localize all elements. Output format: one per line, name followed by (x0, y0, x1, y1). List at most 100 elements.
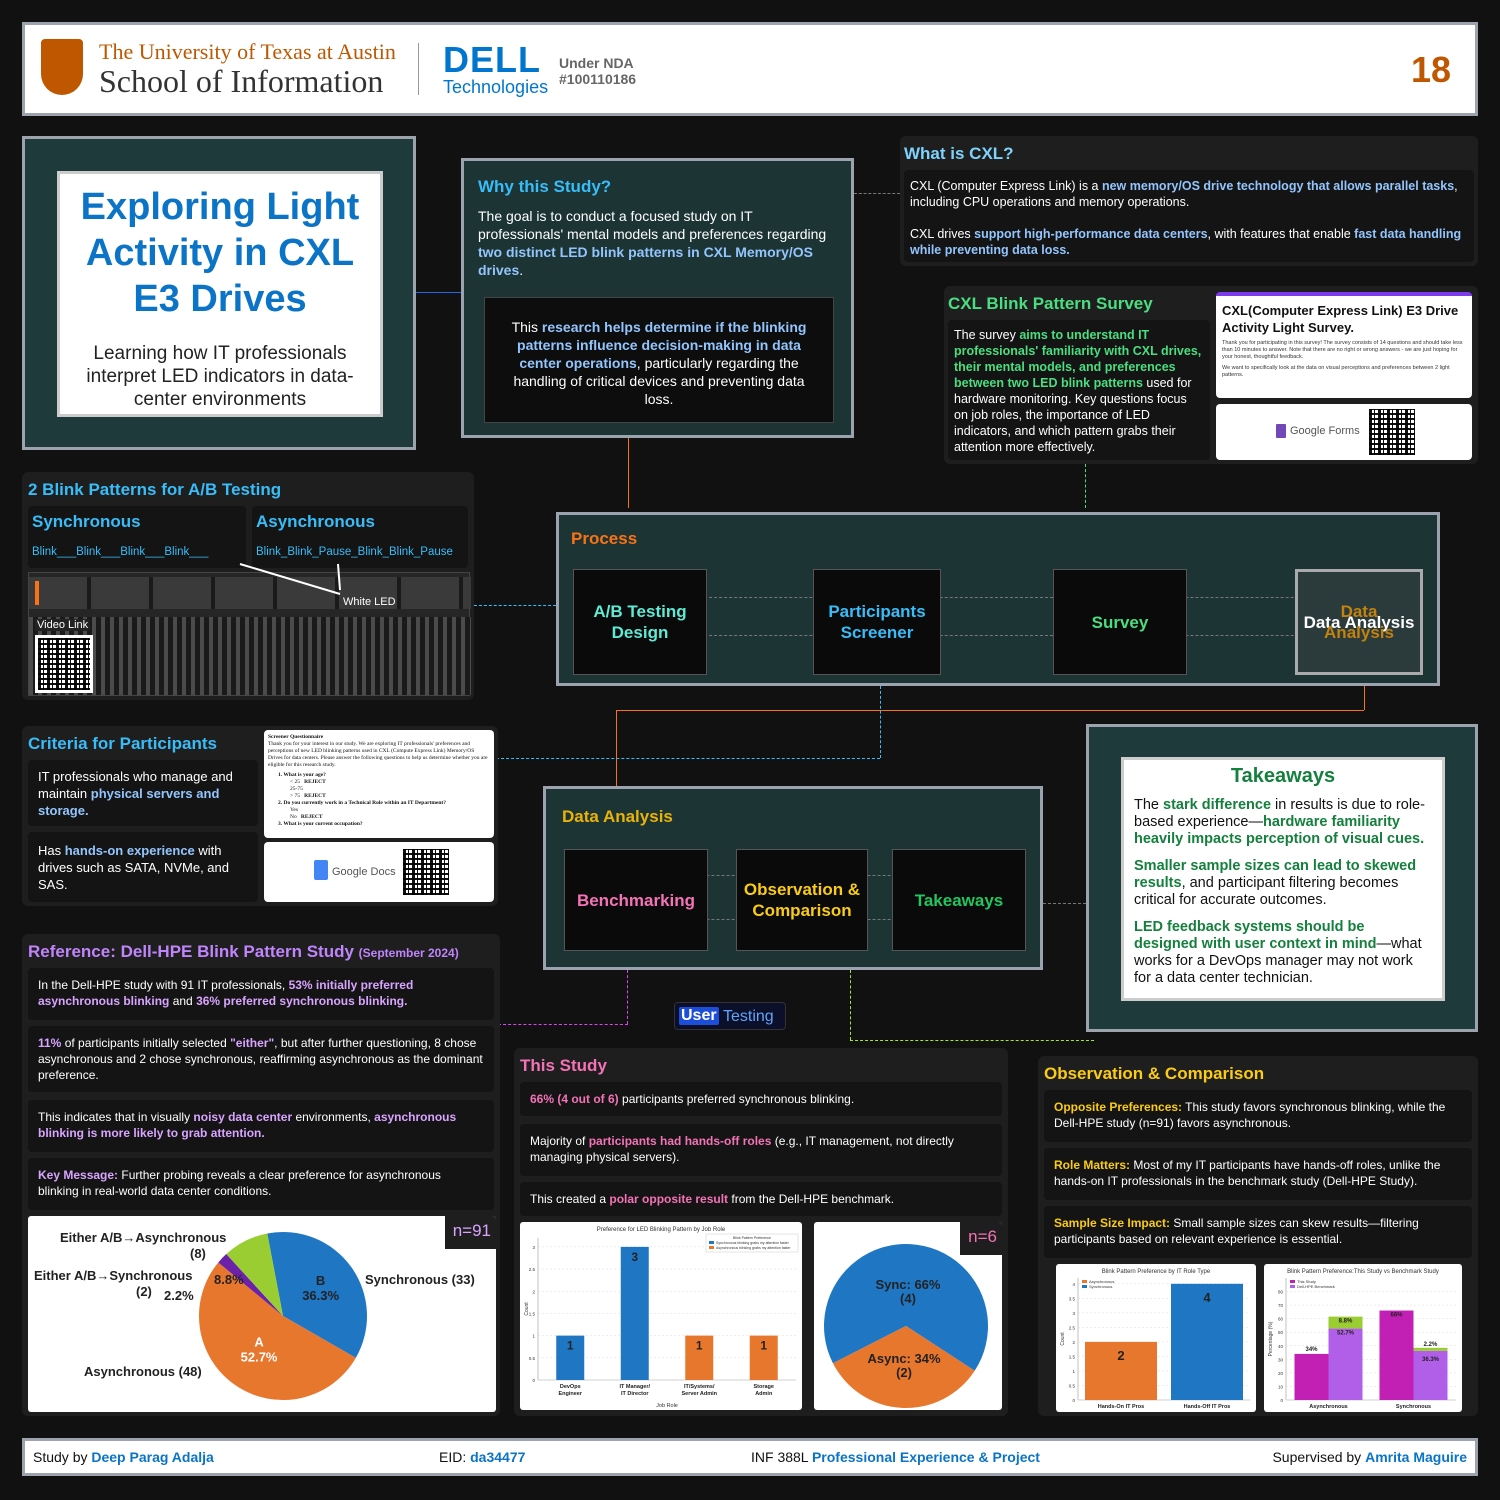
this-study-1: 66% (4 out of 6) participants preferred … (520, 1082, 1002, 1116)
survey-qr-card[interactable]: Google Forms (1216, 404, 1472, 460)
y-tick-6: 3 (532, 1245, 535, 1250)
bar-2-1 (685, 1335, 714, 1380)
footer-course: INF 388L Professional Experience & Proje… (751, 1449, 1040, 1465)
google-forms-label: Google Forms (1290, 425, 1360, 437)
x-label: Job Role (656, 1403, 678, 1409)
bar-1-0 (620, 1246, 649, 1380)
bar-title: Blink Pattern Preference:This Study vs B… (1287, 1269, 1439, 1275)
async-pattern: Blink_Blink_Pause_Blink_Blink_Pause (256, 546, 453, 558)
pie-legend-sync: Synchronous (33) (365, 1272, 475, 1287)
connector-analysis-reference (627, 970, 628, 1024)
x-tick-1-0: Hands-Off IT Pros (1184, 1404, 1231, 1410)
x-tick-0-0: Hands-On IT Pros (1098, 1404, 1144, 1410)
dell-logo: DELL (443, 39, 541, 80)
y-tick-0: 0 (532, 1378, 535, 1383)
process-heading: Process (571, 529, 638, 548)
bar-label-0-0: 2 (1117, 1348, 1124, 1363)
observation-3: Sample Size Impact: Small sample sizes c… (1044, 1206, 1472, 1258)
legend-swatch-1 (1290, 1285, 1295, 1288)
role-bar-card: Preference for LED Blinking Pattern by J… (520, 1222, 802, 1410)
pie-label-a: A (254, 1335, 264, 1350)
why-frame: Why this Study? The goal is to conduct a… (461, 158, 854, 438)
why-heading: Why this Study? (478, 177, 612, 196)
server-rack-image: White LED Video Link (28, 572, 471, 696)
header-bar: The University of Texas at Austin School… (22, 22, 1478, 116)
why-inner-box: This research helps determine if the bli… (484, 297, 834, 423)
bar-this-1 (1379, 1310, 1414, 1400)
analysis-step-benchmarking: Benchmarking (564, 849, 708, 951)
footer-eid: EID: da34477 (439, 1449, 526, 1465)
reference-2: 11% of participants initially selected "… (28, 1026, 494, 1092)
pie-legend-either-async: Either A/B→Asynchronous (60, 1230, 226, 1245)
screener-qr-card[interactable]: Google Docs (264, 842, 494, 902)
y-tick-5: 2.5 (1069, 1325, 1076, 1330)
bar-label-3-1: 1 (760, 1339, 767, 1353)
footer-supervisor: Supervised by Amrita Maguire (1272, 1449, 1467, 1465)
sync-label: Synchronous (32, 512, 141, 531)
y-tick-4: 40 (1278, 1344, 1284, 1349)
survey-qr-code-icon[interactable] (1366, 406, 1418, 458)
legend-label-0: Synchronous blinking grabs my attention … (716, 1241, 790, 1245)
google-forms-icon (1276, 424, 1286, 438)
dell-sub: Technologies (443, 77, 549, 97)
bar-title: Blink Pattern Preference by IT Role Type (1102, 1269, 1211, 1275)
y-tick-1: 0.5 (1069, 1383, 1076, 1388)
cxl-heading: What is CXL? (904, 144, 1014, 163)
process-frame: Process A/B Testing Design Participants … (556, 512, 1440, 686)
x-tick-2-1: Server Admin (681, 1391, 717, 1397)
connector-why-cxl (854, 193, 900, 194)
bar-label-this-1: 66% (1390, 1313, 1403, 1319)
y-tick-8: 4 (1072, 1282, 1075, 1287)
title-frame: Exploring Light Activity in CXL E3 Drive… (22, 136, 416, 450)
y-tick-7: 70 (1278, 1303, 1284, 1308)
survey-panel: CXL Blink Pattern Survey The survey aims… (944, 286, 1478, 464)
this-study-2: Majority of participants had hands-off r… (520, 1124, 1002, 1176)
bar-3-1 (749, 1335, 778, 1380)
white-led-arrows (239, 563, 341, 595)
reference-3: This indicates that in visually noisy da… (28, 1100, 494, 1152)
pie2-label-0: Sync: 66% (875, 1277, 940, 1292)
sync-box: Synchronous Blink___Blink___Blink___Blin… (28, 506, 246, 568)
bar-label-1-0: 3 (631, 1250, 638, 1264)
y-tick-1: 10 (1278, 1384, 1284, 1389)
study-pie-chart: Sync: 66%(4)Async: 34%(2) (824, 1244, 988, 1408)
connector-blink-process (474, 605, 556, 606)
bar-bench-0 (1328, 1328, 1363, 1400)
connector-why-process (628, 438, 629, 508)
x-tick-3-1: Admin (755, 1391, 773, 1397)
connector-process-criteria (880, 686, 881, 758)
video-qr-code-icon[interactable] (35, 635, 93, 693)
reference-4: Key Message: Further probing reveals a c… (28, 1158, 494, 1210)
title-card: Exploring Light Activity in CXL E3 Drive… (57, 171, 383, 417)
y-tick-3: 1.5 (1069, 1354, 1076, 1359)
observation-1: Opposite Preferences: This study favors … (1044, 1090, 1472, 1142)
y-tick-3: 1.5 (529, 1311, 536, 1316)
analysis-heading: Data Analysis (562, 807, 673, 826)
pie2-count-0: (4) (900, 1291, 916, 1306)
bar-either-0 (1328, 1316, 1363, 1329)
y-tick-5: 50 (1278, 1330, 1284, 1335)
x-tick-3-0: Storage (754, 1384, 774, 1390)
bar-bench-1 (1413, 1350, 1448, 1400)
y-tick-8: 80 (1278, 1290, 1284, 1295)
bar-0-0 (556, 1335, 585, 1380)
legend-label-0: Asynchronous (1089, 1279, 1114, 1284)
pie-slice-3 (226, 1233, 283, 1316)
benchmark-pie-chart: B36.3%A52.7%Synchronous (33)Asynchronous… (34, 1230, 475, 1400)
process-step-analysis: Data Analysis (1295, 569, 1423, 675)
legend-label-1: Synchronous (1089, 1284, 1112, 1289)
cxl-body: CXL (Computer Express Link) is a new mem… (904, 170, 1474, 262)
google-docs-icon (314, 860, 328, 880)
blink-panel: 2 Blink Patterns for A/B Testing Synchro… (22, 472, 474, 700)
legend-label-1: Dell-HPE Benchmark (1297, 1284, 1335, 1289)
bar-label-either-0: 8.8% (1339, 1319, 1353, 1325)
this-study-3: This created a polar opposite result fro… (520, 1182, 1002, 1216)
takeaway-1: The stark difference in results is due t… (1134, 797, 1425, 847)
async-box: Asynchronous Blink_Blink_Pause_Blink_Bli… (252, 506, 468, 568)
y-tick-4: 2 (1072, 1340, 1075, 1345)
analysis-frame: Data Analysis Benchmarking Observation &… (543, 786, 1043, 970)
this-study-panel: This Study 66% (4 out of 6) participants… (514, 1048, 1008, 1416)
screener-qr-code-icon[interactable] (400, 846, 452, 898)
pie-slice-2 (218, 1254, 283, 1316)
nda-label: Under NDA (559, 55, 634, 71)
